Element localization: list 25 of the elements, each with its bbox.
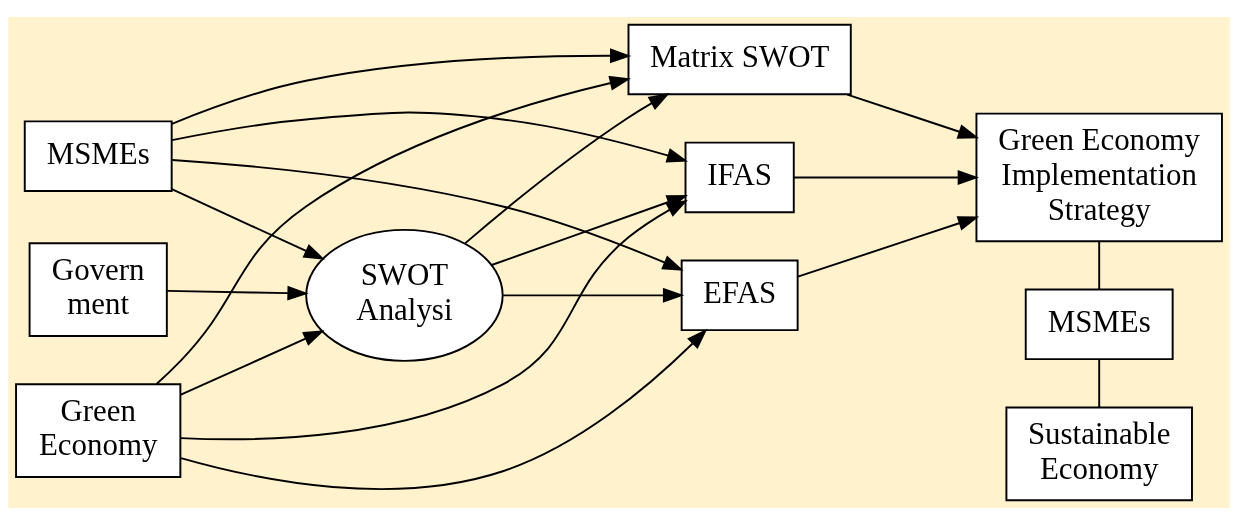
node-box: Green Economy Implementation Strategy bbox=[975, 112, 1223, 242]
node-box: IFAS bbox=[684, 141, 795, 213]
node-box: MSMEs bbox=[23, 119, 173, 192]
arrow bbox=[179, 329, 325, 396]
node-box: Sustainable Economy bbox=[1005, 406, 1193, 501]
connector bbox=[1098, 239, 1101, 290]
arrow bbox=[502, 287, 685, 303]
node-ellipse: SWOT Analysi bbox=[305, 228, 504, 362]
arrow bbox=[171, 111, 689, 163]
arrow bbox=[180, 328, 708, 490]
arrow bbox=[796, 215, 980, 278]
node-box: MSMEs bbox=[1024, 288, 1174, 360]
arrow bbox=[170, 187, 325, 260]
node-box: Green Economy bbox=[15, 382, 182, 478]
node-box: EFAS bbox=[680, 259, 799, 331]
arrow bbox=[166, 285, 309, 301]
node-box: Govern ment bbox=[28, 241, 168, 337]
arrow bbox=[846, 93, 980, 139]
arrow bbox=[793, 169, 979, 185]
arrow bbox=[155, 75, 631, 385]
arrow bbox=[171, 47, 632, 125]
arrow bbox=[171, 158, 684, 271]
node-box: Matrix SWOT bbox=[627, 23, 852, 95]
arrow bbox=[464, 92, 670, 244]
connector bbox=[1098, 357, 1101, 408]
